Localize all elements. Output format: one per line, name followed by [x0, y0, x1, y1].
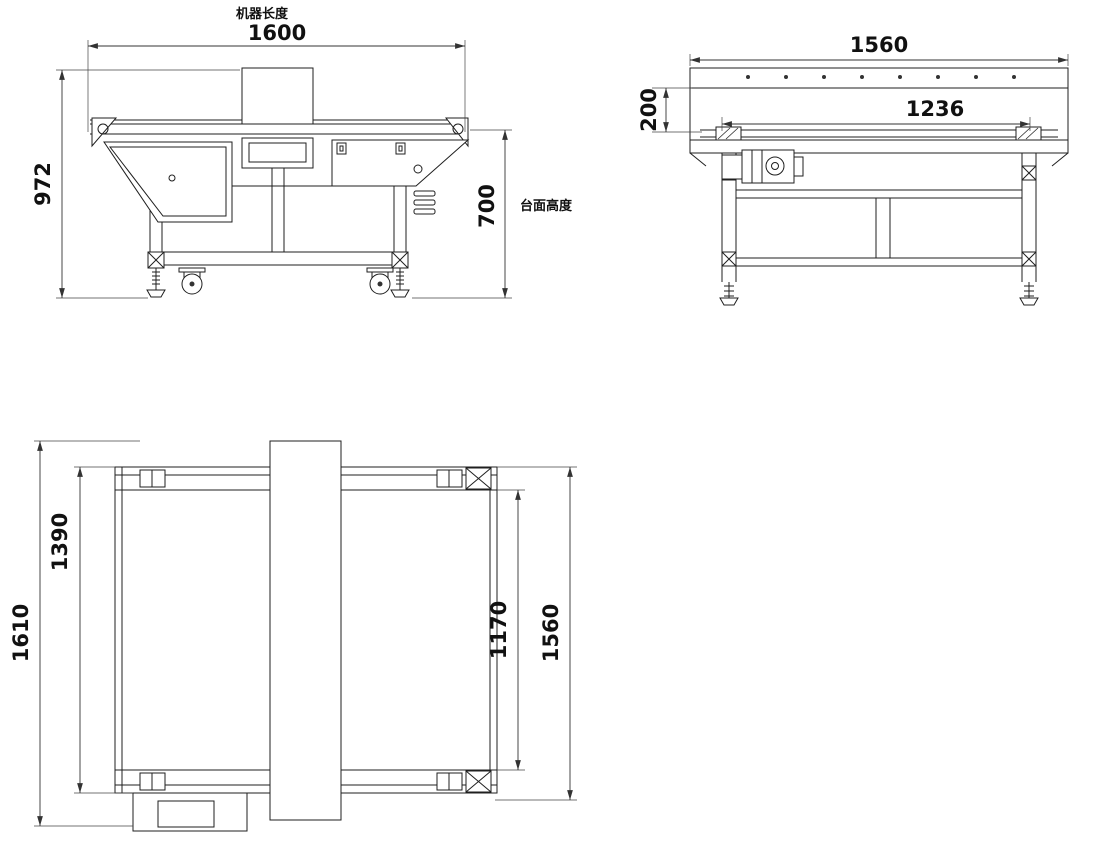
detector-head: [241, 67, 314, 125]
belt: [700, 126, 1058, 141]
front-machine-length-value: 1600: [248, 21, 306, 45]
front-table-height-value: 700: [475, 184, 499, 228]
side-aperture-height-value: 200: [637, 88, 661, 132]
side-belt-length-value: 1236: [906, 97, 964, 121]
side-dim-belt-length: 1236: [721, 97, 1031, 131]
vent-slot: [413, 199, 436, 206]
front-total-height-value: 972: [31, 162, 55, 206]
plan-dim-overall-length: 1560: [495, 466, 577, 801]
side-dim-aperture-height: 200: [637, 87, 702, 133]
control-box: [132, 792, 248, 832]
side-view-drawing: [689, 67, 1069, 306]
side-plate: [331, 139, 470, 215]
control-console: [103, 141, 233, 223]
vent-slot: [413, 190, 436, 197]
side-overall-length-value: 1560: [850, 33, 908, 57]
caster-wheel-left: [178, 267, 206, 295]
front-dim-machine-length: 机器长度 1600: [87, 6, 466, 132]
plan-overall-with-box-value: 1610: [9, 604, 33, 662]
front-table-height-label: 台面高度: [520, 198, 573, 214]
plan-dim-overall-with-box: 1610: [9, 440, 140, 827]
drive-motor: [721, 149, 804, 184]
front-dim-total-height: 972: [31, 69, 240, 299]
leveling-foot-left: [719, 282, 739, 306]
plan-dim-inner-length: 1170: [487, 489, 525, 771]
side-dim-overall-length: 1560: [689, 33, 1069, 66]
front-view: 机器长度 1600 972 700 台面高度: [31, 6, 573, 299]
front-view-drawing: [90, 67, 470, 298]
front-machine-length-label: 机器长度: [236, 6, 289, 22]
top-rail: [689, 67, 1069, 89]
control-panel: [241, 137, 314, 169]
plan-view-drawing: [114, 440, 498, 832]
front-dim-table-height: 700 台面高度: [412, 129, 573, 299]
conveyor-belt: [90, 117, 469, 148]
vent-slot: [413, 208, 436, 215]
leveling-foot-right: [1019, 282, 1039, 306]
plan-dim-frame-length: 1390: [48, 466, 133, 794]
plan-inner-length-value: 1170: [487, 601, 511, 659]
caster-wheel-right: [366, 267, 394, 295]
plan-view: 1610 1390 1170 1560: [9, 440, 577, 832]
plan-frame-length-value: 1390: [48, 513, 72, 571]
leveling-foot-left: [146, 268, 166, 298]
detector-bridge: [269, 440, 342, 821]
leveling-foot-right: [390, 268, 410, 298]
plan-overall-length-value: 1560: [539, 604, 563, 662]
side-view: 1560 200 1236: [637, 33, 1069, 306]
